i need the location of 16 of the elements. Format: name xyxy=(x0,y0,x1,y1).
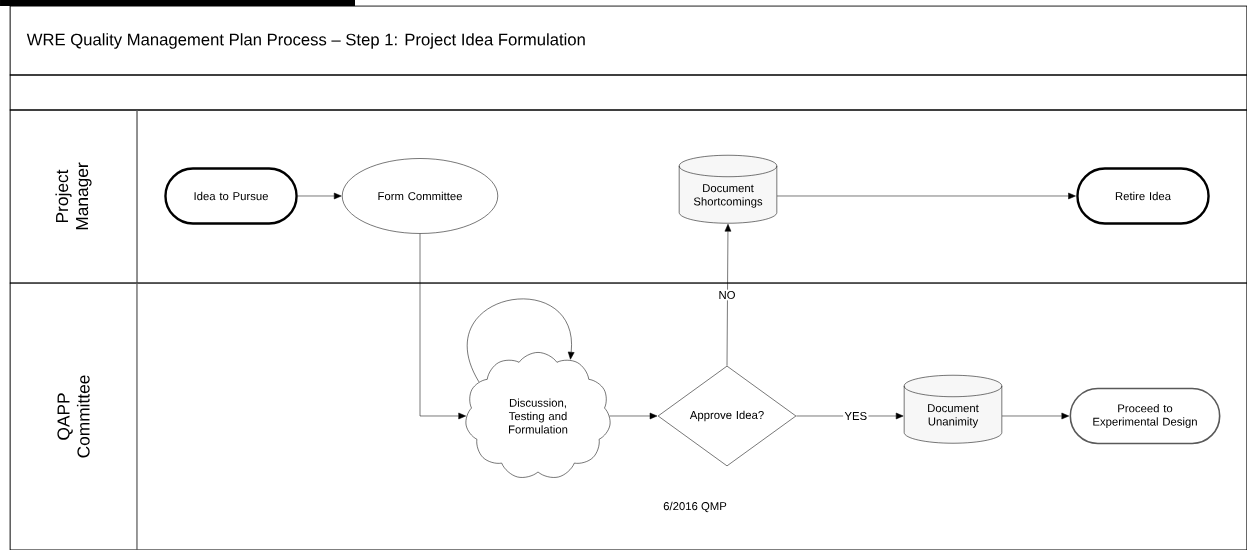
title-bar: WRE Quality Management Plan Process – Step 1: Project Idea Formulation xyxy=(9,5,1247,76)
terminal-box: Idea to Pursue xyxy=(164,167,298,225)
document-cylinder: Document Unanimity xyxy=(903,374,1003,444)
arrow xyxy=(297,192,342,200)
arrow xyxy=(724,223,732,366)
document-cylinder: Document Shortcomings xyxy=(678,155,778,224)
arrow xyxy=(1001,412,1070,420)
arrow xyxy=(776,192,1076,200)
edge-label: YES xyxy=(844,412,867,420)
arrow xyxy=(467,298,575,383)
terminal-box: Proceed to Experimental Design xyxy=(1069,387,1221,445)
edge-label: NO xyxy=(719,291,735,299)
terminal-box: Retire Idea xyxy=(1076,167,1210,225)
note: 6/2016 QMP xyxy=(663,501,727,513)
arrow xyxy=(419,233,466,420)
arrow xyxy=(609,412,658,420)
